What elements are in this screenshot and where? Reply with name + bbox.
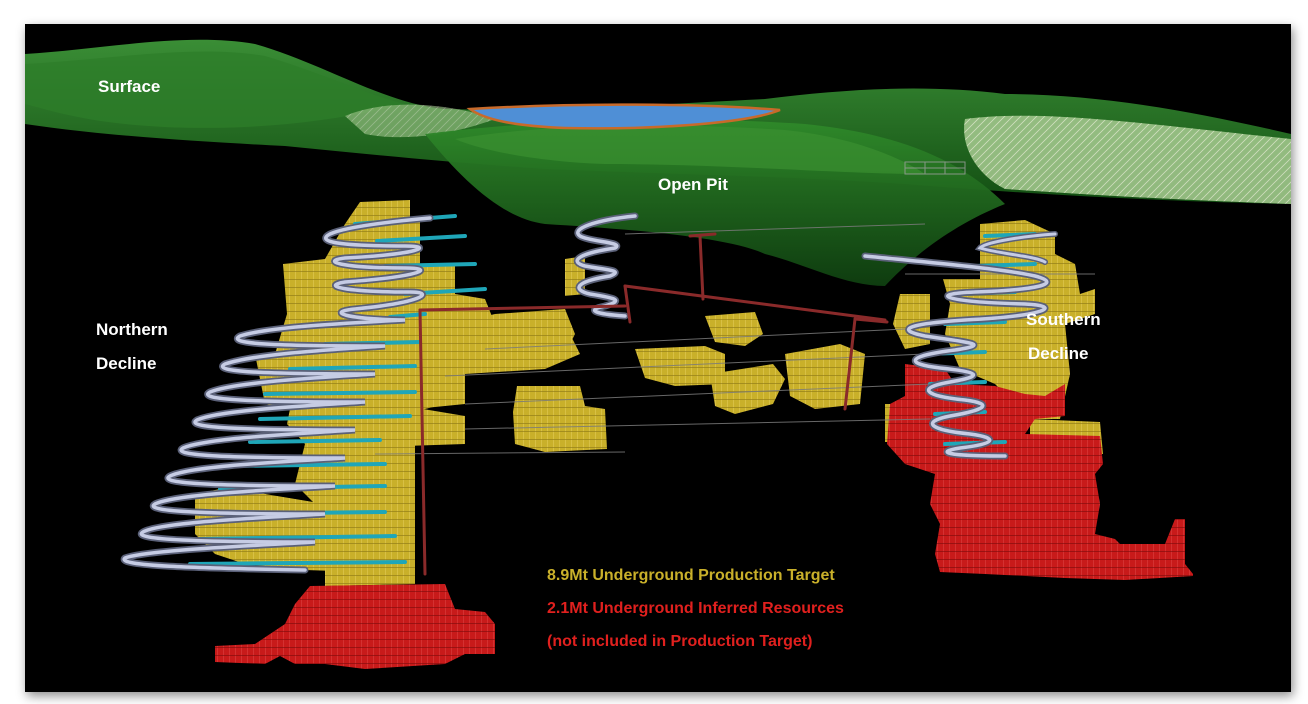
southern-decline-ramp [861,231,1058,460]
central-decline-ramp [573,212,639,320]
legend-production-target: 8.9Mt Underground Production Target [547,567,835,584]
pit-lake [466,103,781,130]
southern-decline-label-line1: Southern [1026,310,1101,329]
shafts-and-ventilation [418,232,889,576]
legend-inferred-resources: 2.1Mt Underground Inferred Resources [547,600,844,617]
mine-model-scene: Surface Open Pit Northern Decline Southe… [25,24,1291,692]
inferred-resource-blocks [215,364,1193,669]
legend-inferred-note: (not included in Production Target) [547,633,813,650]
level-access-lines [374,223,1095,455]
northern-decline-label-line2: Decline [96,354,157,373]
mine-model-render [25,39,1291,669]
northern-decline-label-line1: Northern [96,320,168,339]
open-pit-shell [425,119,1005,287]
open-pit-label: Open Pit [658,175,728,194]
northern-decline-ramp [120,214,434,574]
southern-decline-label-line2: Decline [1028,344,1089,363]
surface-label: Surface [98,77,161,96]
surface-infrastructure [904,161,966,175]
